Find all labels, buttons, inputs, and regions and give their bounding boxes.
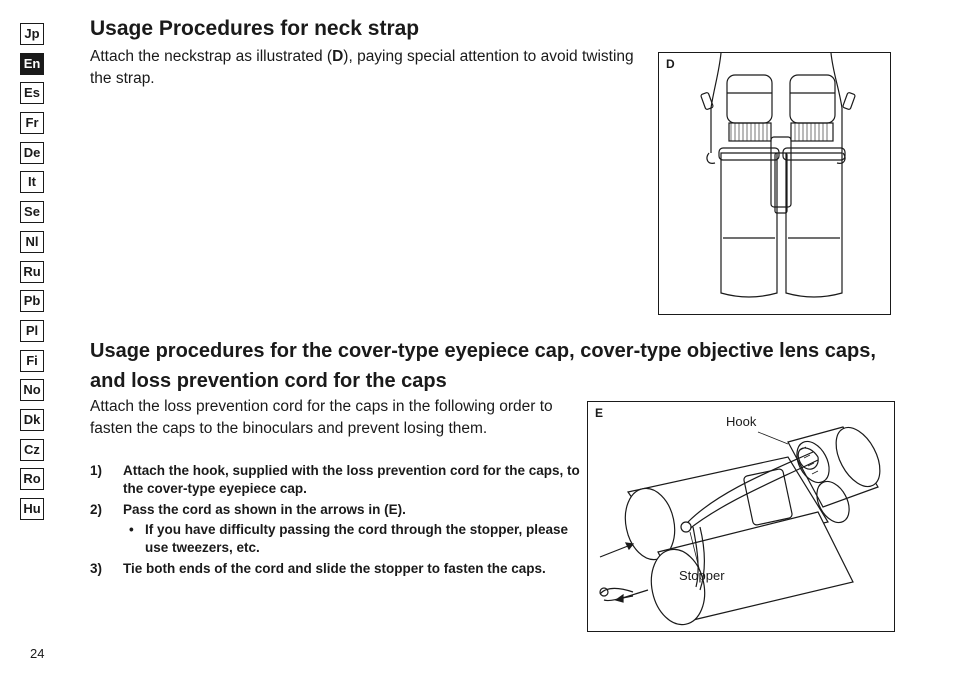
step-number: 2) xyxy=(90,502,103,517)
language-tab-es[interactable]: Es xyxy=(20,82,44,105)
binoculars-caps-illustration xyxy=(599,426,881,626)
step-number: 3) xyxy=(90,561,103,576)
binoculars-top-illustration xyxy=(700,53,856,298)
steps-list: 1) Attach the hook, supplied with the lo… xyxy=(90,462,580,581)
note-text: If you have difficulty passing the cord … xyxy=(145,522,569,555)
neck-strap-text-start: Attach the neckstrap as illustrated ( xyxy=(90,48,333,65)
neck-strap-text-end: ), paying special attention to avoid twi… xyxy=(90,48,634,87)
language-tab-jp[interactable]: Jp xyxy=(20,23,44,45)
language-tab-fi[interactable]: Fi xyxy=(20,349,44,372)
figure-ref-d: D xyxy=(332,48,344,65)
language-tab-it[interactable]: It xyxy=(20,171,44,194)
language-tab-pl[interactable]: Pl xyxy=(20,319,44,342)
hook-label: Hook xyxy=(726,414,757,429)
figure-ref-e: E xyxy=(388,502,398,517)
page-number: 24 xyxy=(30,646,45,661)
figure-letter-d: D xyxy=(666,57,675,71)
step-2-note: • If you have difficulty passing the cor… xyxy=(123,521,580,557)
step-text-end: ). xyxy=(397,502,406,517)
language-tab-nl[interactable]: Nl xyxy=(20,230,44,253)
step-text-start: Pass the cord as shown in the arrows in … xyxy=(123,502,389,517)
section-title-neck-strap: Usage Procedures for neck strap xyxy=(90,17,420,40)
figure-d-binoculars-neckstrap: D xyxy=(658,52,891,315)
neck-strap-instructions: Attach the neckstrap as illustrated (D),… xyxy=(90,46,635,90)
language-tab-no[interactable]: No xyxy=(20,379,44,402)
bullet-icon: • xyxy=(129,522,134,537)
step-text: Tie both ends of the cord and slide the … xyxy=(123,561,546,576)
step-text: Pass the cord as shown in the arrows in … xyxy=(123,502,406,517)
section-title-caps-cord: Usage procedures for the cover-type eyep… xyxy=(90,340,876,392)
step-2: 2) Pass the cord as shown in the arrows … xyxy=(90,501,580,557)
figure-e-caps-cord: E Hook Stopper xyxy=(587,401,895,632)
language-tab-se[interactable]: Se xyxy=(20,201,44,224)
language-tab-hu[interactable]: Hu xyxy=(20,498,44,520)
figure-letter-e: E xyxy=(595,406,604,420)
step-text: Attach the hook, supplied with the loss … xyxy=(123,463,580,496)
language-tab-de[interactable]: De xyxy=(20,141,44,164)
step-number: 1) xyxy=(90,463,103,478)
stopper-label: Stopper xyxy=(679,568,725,583)
language-tab-ro[interactable]: Ro xyxy=(20,468,44,491)
language-tab-ru[interactable]: Ru xyxy=(20,260,44,283)
caps-cord-intro: Attach the loss prevention cord for the … xyxy=(90,398,553,437)
language-tab-en[interactable]: En xyxy=(20,52,44,75)
language-tab-fr[interactable]: Fr xyxy=(20,112,44,135)
language-tab-cz[interactable]: Cz xyxy=(20,438,44,461)
language-tab-pb[interactable]: Pb xyxy=(20,290,44,313)
step-1: 1) Attach the hook, supplied with the lo… xyxy=(90,462,580,498)
language-tab-dk[interactable]: Dk xyxy=(20,408,44,431)
step-3: 3) Tie both ends of the cord and slide t… xyxy=(90,560,580,578)
